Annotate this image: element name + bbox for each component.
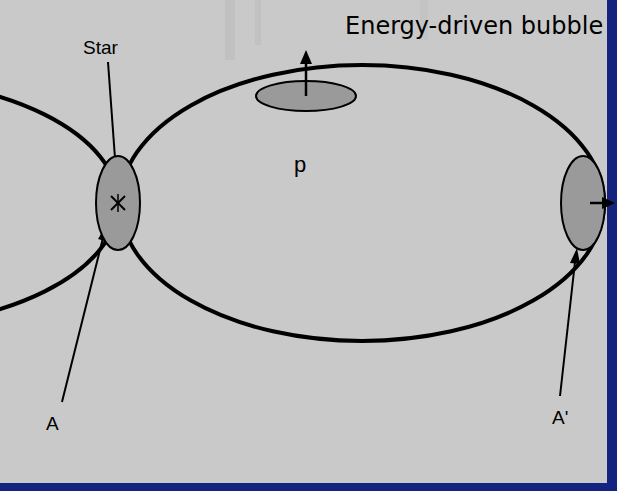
pressure-label: p: [294, 152, 306, 178]
bubble-outline: [118, 63, 606, 343]
callout-label: A': [552, 407, 568, 429]
callout-label: A: [46, 413, 59, 435]
figure-panel: [0, 0, 607, 483]
bubble-region: p: [118, 63, 606, 343]
slide-title: Energy-driven bubble: [345, 12, 603, 40]
callout-label: Star: [83, 37, 118, 59]
